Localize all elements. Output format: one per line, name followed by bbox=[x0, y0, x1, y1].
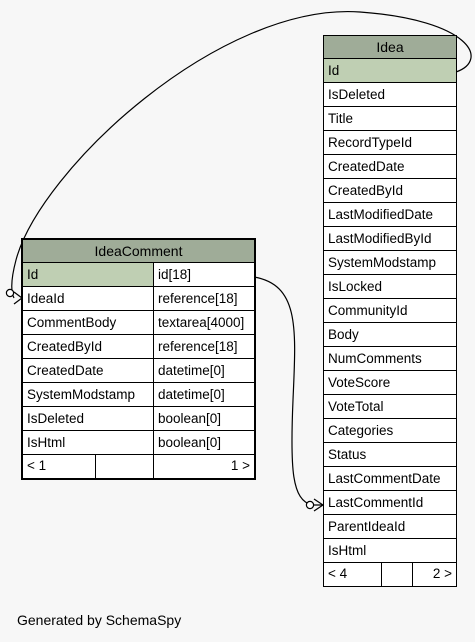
idea-footer-parents[interactable]: 2 > bbox=[432, 566, 452, 581]
ideacomment-column-name: IdeaId bbox=[23, 287, 154, 310]
idea-column-createddate[interactable]: CreatedDate bbox=[324, 155, 456, 179]
idea-column-islocked[interactable]: IsLocked bbox=[324, 275, 456, 299]
table-ideacomment[interactable]: IdeaComment Id id[18] IdeaId reference[1… bbox=[21, 238, 256, 480]
idea-column-status[interactable]: Status bbox=[324, 443, 456, 467]
idea-column-lastcommentdate[interactable]: LastCommentDate bbox=[324, 467, 456, 491]
ideacomment-column-type: reference[18] bbox=[158, 339, 238, 354]
table-idea[interactable]: Idea Id IsDeleted Title RecordTypeId Cre… bbox=[323, 35, 457, 587]
ideacomment-column-type: reference[18] bbox=[158, 291, 238, 306]
ideacomment-column-name: Id bbox=[23, 263, 154, 286]
ideacomment-footer-children[interactable]: < 1 bbox=[23, 455, 96, 478]
rel-idea-id-to-ideacomment-ideaid bbox=[11, 11, 472, 299]
ideacomment-row-createdbyid[interactable]: CreatedById reference[18] bbox=[23, 335, 254, 359]
ideacomment-footer-spacer bbox=[96, 455, 154, 478]
ideacomment-column-name: CreatedById bbox=[23, 335, 154, 358]
ideacomment-column-type: boolean[0] bbox=[158, 435, 222, 450]
ideacomment-column-name: IsDeleted bbox=[23, 407, 154, 430]
idea-column-recordtypeid[interactable]: RecordTypeId bbox=[324, 131, 456, 155]
ideacomment-row-ideaid[interactable]: IdeaId reference[18] bbox=[23, 287, 254, 311]
ideacomment-footer-parents[interactable]: 1 > bbox=[230, 458, 250, 473]
idea-column-body[interactable]: Body bbox=[324, 323, 456, 347]
idea-footer-children[interactable]: < 4 bbox=[324, 563, 382, 586]
idea-column-lastmodifiedbyid[interactable]: LastModifiedById bbox=[324, 227, 456, 251]
idea-footer: < 4 2 > bbox=[324, 563, 456, 586]
rel-optional-marker-lastcommentid bbox=[305, 500, 315, 510]
ideacomment-column-type: textarea[4000] bbox=[158, 315, 245, 330]
ideacomment-column-name: CreatedDate bbox=[23, 359, 154, 382]
ideacomment-column-name: IsHtml bbox=[23, 431, 154, 454]
ideacomment-column-type: datetime[0] bbox=[158, 363, 225, 378]
idea-column-title[interactable]: Title bbox=[324, 107, 456, 131]
idea-column-id[interactable]: Id bbox=[324, 59, 456, 83]
idea-column-numcomments[interactable]: NumComments bbox=[324, 347, 456, 371]
idea-footer-spacer bbox=[382, 563, 413, 586]
ideacomment-row-commentbody[interactable]: CommentBody textarea[4000] bbox=[23, 311, 254, 335]
ideacomment-row-createddate[interactable]: CreatedDate datetime[0] bbox=[23, 359, 254, 383]
idea-column-votetotal[interactable]: VoteTotal bbox=[324, 395, 456, 419]
idea-column-parentideaid[interactable]: ParentIdeaId bbox=[324, 515, 456, 539]
ideacomment-row-id[interactable]: Id id[18] bbox=[23, 263, 254, 287]
idea-column-lastmodifieddate[interactable]: LastModifiedDate bbox=[324, 203, 456, 227]
ideacomment-footer: < 1 1 > bbox=[23, 455, 254, 478]
rel-ideacomment-id-to-idea-lastcommentid bbox=[253, 276, 323, 506]
idea-column-categories[interactable]: Categories bbox=[324, 419, 456, 443]
idea-column-ishtml[interactable]: IsHtml bbox=[324, 539, 456, 563]
idea-column-lastcommentid[interactable]: LastCommentId bbox=[324, 491, 456, 515]
idea-column-systemmodstamp[interactable]: SystemModstamp bbox=[324, 251, 456, 275]
idea-column-isdeleted[interactable]: IsDeleted bbox=[324, 83, 456, 107]
rel-optional-marker-ideaid bbox=[5, 288, 15, 298]
ideacomment-column-type: id[18] bbox=[158, 267, 192, 282]
ideacomment-row-ishtml[interactable]: IsHtml boolean[0] bbox=[23, 431, 254, 455]
ideacomment-row-systemmodstamp[interactable]: SystemModstamp datetime[0] bbox=[23, 383, 254, 407]
idea-column-createdbyid[interactable]: CreatedById bbox=[324, 179, 456, 203]
table-idea-title[interactable]: Idea bbox=[324, 36, 456, 59]
table-ideacomment-title[interactable]: IdeaComment bbox=[23, 240, 254, 263]
ideacomment-column-name: SystemModstamp bbox=[23, 383, 154, 406]
idea-column-votescore[interactable]: VoteScore bbox=[324, 371, 456, 395]
idea-column-communityid[interactable]: CommunityId bbox=[324, 299, 456, 323]
ideacomment-column-name: CommentBody bbox=[23, 311, 154, 334]
ideacomment-column-type: datetime[0] bbox=[158, 387, 225, 402]
generated-by-label: Generated by SchemaSpy bbox=[17, 612, 182, 628]
ideacomment-column-type: boolean[0] bbox=[158, 411, 222, 426]
ideacomment-row-isdeleted[interactable]: IsDeleted boolean[0] bbox=[23, 407, 254, 431]
